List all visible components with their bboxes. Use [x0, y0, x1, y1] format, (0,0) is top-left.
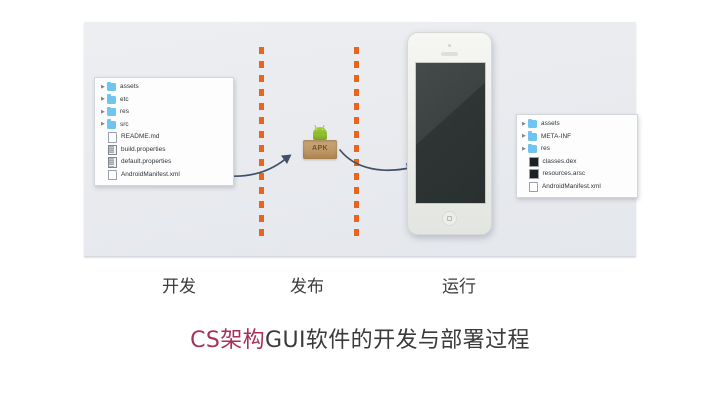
robot-body	[313, 134, 327, 140]
package-box: APK	[303, 140, 337, 159]
stage-label-release: 发布	[290, 277, 324, 297]
apk-file-tree[interactable]: ▶ assets ▶ META-INF ▶ res ▶ classes.dex …	[516, 114, 638, 198]
properties-file-icon	[108, 144, 117, 155]
stage-divider-left	[259, 47, 264, 243]
phone-screen	[415, 62, 486, 204]
chevron-right-icon[interactable]: ▶	[522, 120, 526, 127]
file-name: AndroidManifest.xml	[542, 182, 601, 190]
folder-icon	[107, 81, 116, 92]
camera-icon	[447, 44, 452, 48]
list-item[interactable]: ▶ assets	[517, 118, 637, 131]
list-item[interactable]: ▶ AndroidManifest.xml	[95, 169, 233, 182]
document-icon	[529, 181, 538, 192]
title-accent-text: CS架构	[190, 328, 266, 353]
list-item[interactable]: ▶ classes.dex	[517, 156, 637, 169]
document-icon	[108, 169, 117, 180]
file-name: assets	[120, 83, 139, 91]
apk-label: APK	[312, 145, 328, 152]
robot-head	[313, 127, 327, 135]
file-name: assets	[541, 120, 560, 128]
file-name: classes.dex	[542, 157, 577, 165]
list-item[interactable]: ▶ AndroidManifest.xml	[517, 181, 637, 194]
file-name: src	[120, 120, 129, 128]
folder-icon	[528, 143, 537, 154]
binary-file-icon	[528, 169, 539, 180]
file-name: META-INF	[541, 132, 572, 140]
robot-eye-right	[322, 129, 324, 131]
file-name: etc	[120, 95, 129, 103]
file-name: resources.arsc	[542, 170, 586, 178]
illustration-panel: ▶ assets ▶ etc ▶ res ▶ src ▶	[84, 22, 638, 259]
document-icon	[108, 132, 117, 143]
project-file-tree[interactable]: ▶ assets ▶ etc ▶ res ▶ src ▶	[94, 77, 234, 186]
list-item[interactable]: ▶ src	[95, 119, 233, 132]
apk-package-icon: APK	[300, 120, 340, 164]
list-item[interactable]: ▶ README.md	[95, 131, 233, 144]
list-item[interactable]: ▶ res	[517, 143, 637, 156]
chevron-right-icon[interactable]: ▶	[522, 133, 526, 140]
file-name: res	[541, 145, 551, 153]
folder-icon	[107, 106, 116, 117]
title-rest-text: GUI软件的开发与部署过程	[265, 328, 530, 353]
home-button[interactable]	[442, 211, 457, 226]
robot-eye-left	[316, 129, 318, 131]
stage-divider-right	[354, 47, 359, 243]
folder-icon	[528, 118, 537, 129]
smartphone-device	[407, 32, 492, 235]
folder-icon	[528, 131, 537, 141]
chevron-right-icon[interactable]: ▶	[101, 121, 105, 128]
file-name: README.md	[121, 133, 160, 141]
chevron-right-icon[interactable]: ▶	[101, 108, 105, 115]
chevron-right-icon[interactable]: ▶	[101, 83, 105, 90]
android-robot-icon	[311, 124, 329, 140]
list-item[interactable]: ▶ default.properties	[95, 156, 233, 169]
list-item[interactable]: ▶ etc	[95, 94, 233, 107]
chevron-right-icon[interactable]: ▶	[522, 145, 526, 152]
file-name: default.properties	[121, 158, 172, 166]
stage-label-development: 开发	[162, 277, 196, 297]
file-name: res	[120, 108, 130, 116]
list-item[interactable]: ▶ build.properties	[95, 144, 233, 157]
list-item[interactable]: ▶ resources.arsc	[517, 168, 637, 181]
slide-title: CS架构GUI软件的开发与部署过程	[0, 322, 720, 354]
list-item[interactable]: ▶ res	[95, 106, 233, 119]
file-name: AndroidManifest.xml	[121, 170, 180, 178]
chevron-right-icon[interactable]: ▶	[101, 96, 105, 103]
properties-file-icon	[108, 157, 117, 168]
folder-icon	[107, 119, 116, 129]
file-name: build.properties	[121, 145, 166, 153]
stage-label-row: 开发 发布 运行	[84, 272, 636, 300]
speaker-grill	[441, 52, 458, 56]
folder-icon	[107, 94, 116, 104]
list-item[interactable]: ▶ assets	[95, 81, 233, 94]
stage-label-runtime: 运行	[442, 277, 476, 297]
list-item[interactable]: ▶ META-INF	[517, 131, 637, 144]
binary-file-icon	[528, 156, 539, 167]
